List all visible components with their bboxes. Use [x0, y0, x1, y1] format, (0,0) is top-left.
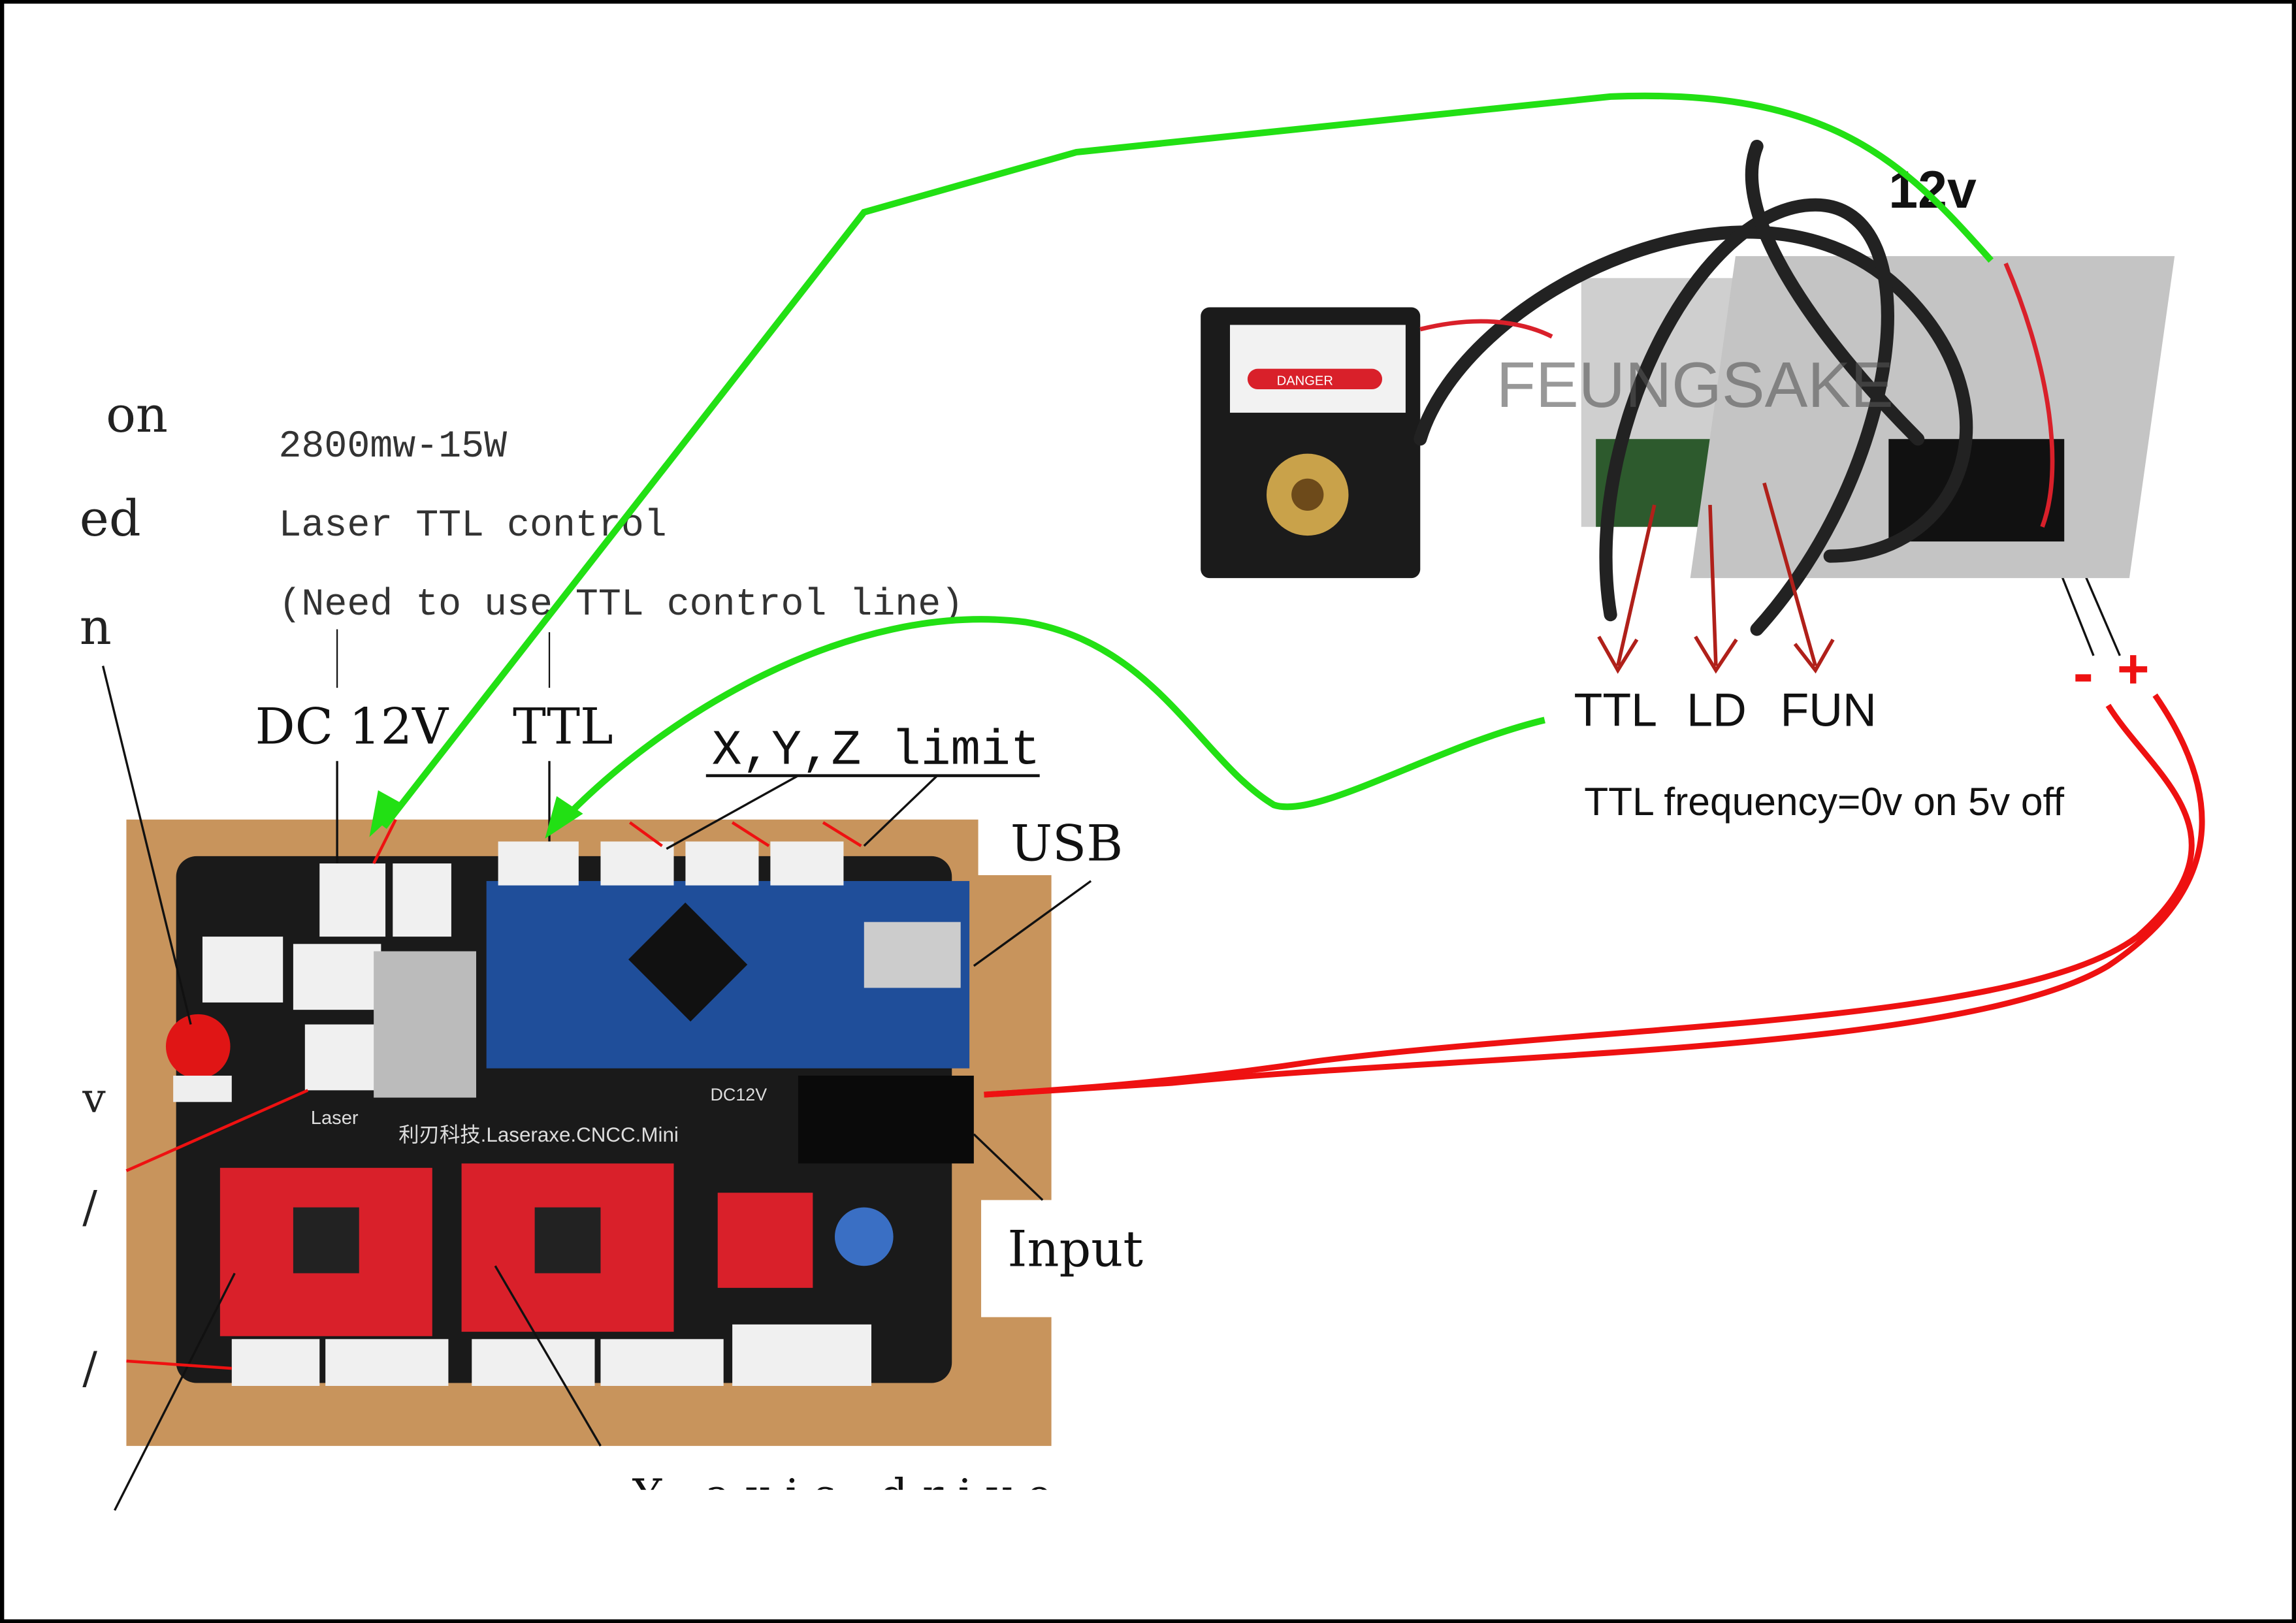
green-arrow-head-dc12v	[369, 790, 405, 837]
fragment-slash-2: /	[82, 1343, 97, 1394]
usb-label-backing	[978, 805, 1137, 875]
laser-ttl-control-label: Laser TTL control	[278, 505, 666, 547]
red-wire-plus	[984, 693, 2205, 1098]
fragment-ed: ed	[80, 489, 141, 547]
ttl-note-label: (Need to use TTL control line)	[278, 584, 963, 626]
ld-output-label: LD	[1687, 684, 1747, 736]
bottom-clipped-label: Y axis drive	[632, 1470, 1067, 1520]
green-arrow-head-ttl	[545, 795, 583, 839]
dc-jack	[798, 1075, 974, 1164]
input-label: Input	[1007, 1219, 1143, 1278]
capacitor	[834, 1207, 894, 1266]
power-supply-photo: FEUNGSAKE	[1414, 139, 2175, 636]
dc12v-label: DC 12V	[255, 697, 449, 755]
fragment-slash-1: /	[82, 1181, 97, 1232]
plus-terminal-label: +	[2117, 638, 2150, 700]
board-brand-label: 利刃科技.Laseraxe.CNCC.Mini	[398, 1123, 679, 1146]
danger-label: DANGER	[1277, 374, 1333, 388]
controller-board-photo: Laser DC12V 利刃科技.Laseraxe.CNCC.Mini	[126, 819, 1052, 1446]
leader-xyz-1	[666, 775, 799, 850]
leader-driver-1	[114, 1272, 236, 1511]
watermark: FEUNGSAKE	[1496, 349, 1894, 421]
board-laser-label: Laser	[311, 1108, 359, 1129]
dip-switch	[717, 1193, 813, 1288]
fragment-n: n	[80, 598, 112, 656]
ttl-label: TTL	[513, 697, 613, 755]
leader-usb	[973, 880, 1092, 967]
leader-driver-2	[494, 1265, 602, 1447]
ttl-output-label: TTL	[1574, 684, 1657, 736]
xyz-limit-label: X,Y,Z limit	[712, 723, 1041, 779]
leader-xyz-2	[863, 775, 938, 847]
fragment-v: v	[82, 1074, 106, 1122]
usb-label: USB	[1011, 814, 1123, 873]
leader-input	[973, 1133, 1044, 1201]
board-dc12v-label: DC12V	[711, 1085, 768, 1104]
fun-output-label: FUN	[1781, 684, 1877, 736]
red-button	[165, 1014, 231, 1079]
laser-module-photo: DANGER	[1201, 307, 1421, 579]
minus-terminal-label: -	[2073, 638, 2094, 707]
fragment-on: on	[106, 385, 168, 443]
green-wire-ttl	[554, 616, 1545, 829]
ttl-frequency-note: TTL frequency=0v on 5v off	[1584, 779, 2064, 824]
laser-power-label: 2800mw-15W	[278, 426, 507, 468]
green-wire-12v	[381, 92, 1994, 829]
leader-button	[101, 666, 192, 1025]
